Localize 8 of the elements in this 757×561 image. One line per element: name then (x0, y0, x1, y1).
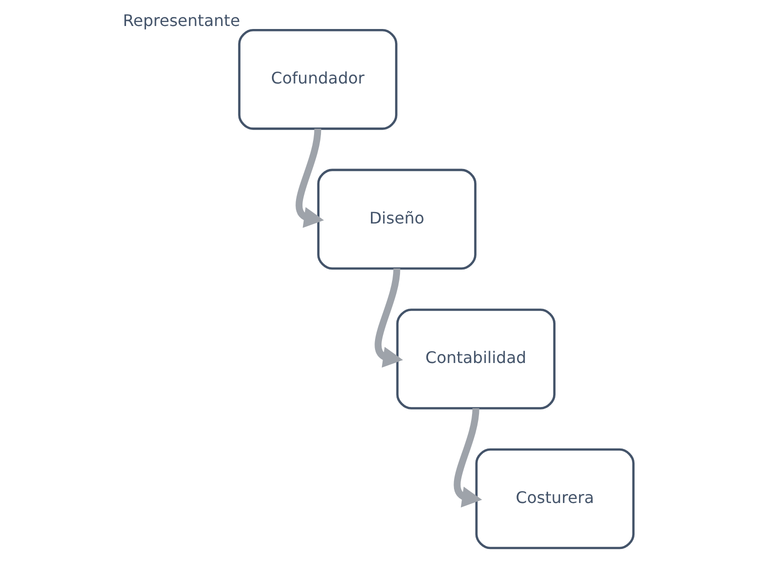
node-box: Costurera (475, 448, 635, 550)
node-box: Diseño (317, 168, 476, 270)
node-box: Cofundador (238, 29, 398, 130)
arrow (296, 128, 324, 228)
node-label: Representante (122, 10, 240, 30)
arrow (454, 408, 482, 508)
node-box: Contabilidad (396, 308, 556, 410)
arrow (374, 268, 404, 368)
